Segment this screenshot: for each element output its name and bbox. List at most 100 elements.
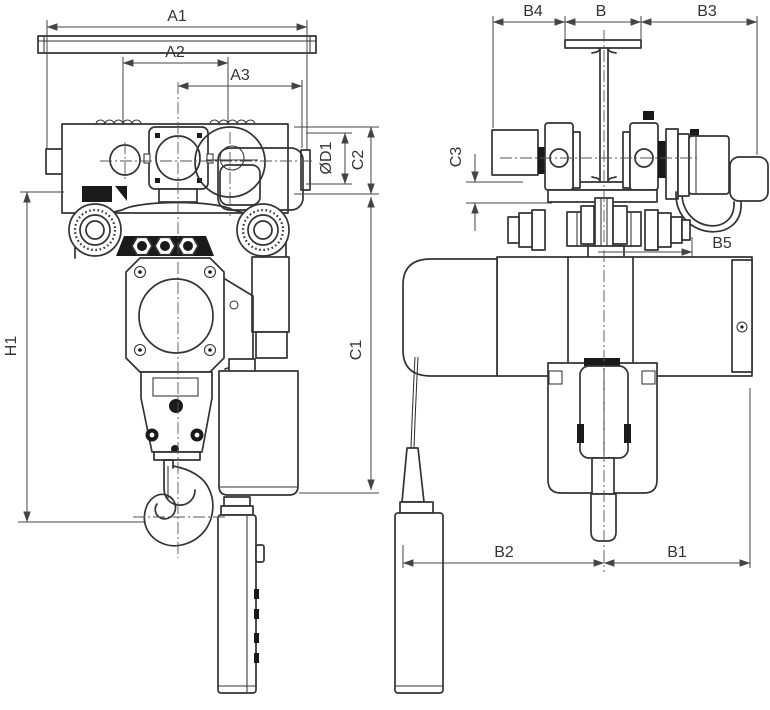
motor-flange: [677, 133, 690, 197]
rating-label: [82, 186, 112, 202]
nut-bore: [160, 241, 170, 251]
case-bolt: [133, 343, 147, 357]
gusset-hole: [229, 300, 239, 310]
dim-c1: C1: [299, 196, 379, 494]
outer-plate: [665, 128, 679, 200]
gusset-plate: [224, 278, 254, 370]
motor-body: [688, 135, 730, 195]
gear-case-bore: [138, 278, 214, 354]
pendant-button: [254, 653, 259, 663]
lug-plate: [580, 205, 595, 245]
safety-latch: [167, 466, 177, 507]
shaft-boss: [219, 145, 245, 171]
runway-beam-front: [37, 35, 317, 54]
dim-d1: ØD1: [306, 132, 352, 185]
sprocket-nut-band: [116, 236, 214, 256]
dim-label-b3: B3: [697, 3, 717, 20]
dim-b2-b1: B2 B1: [402, 388, 751, 568]
pendant-button: [254, 633, 259, 643]
block-clip: [624, 424, 631, 443]
hoist-body-side: [402, 256, 753, 377]
spring-coil: [209, 119, 256, 125]
cable-gland: [399, 501, 434, 514]
clamp-bolt: [657, 212, 672, 248]
flange-bore: [155, 135, 201, 181]
load-hook: [143, 459, 214, 547]
cable-strain-relief: [401, 447, 425, 503]
flange-tab: [143, 153, 151, 164]
clamp-bolt: [644, 209, 659, 251]
pendant-cable: [410, 356, 416, 449]
dim-c3: C3: [448, 147, 552, 231]
dim-b5: B5: [598, 235, 732, 257]
cable-loop-inner: [681, 191, 735, 227]
nut-bore: [183, 241, 193, 251]
buffer-pad: [658, 141, 666, 178]
pendant-body: [217, 514, 257, 694]
suspension-flange: [143, 126, 214, 203]
dim-label-b2: B2: [494, 544, 514, 561]
pendant-button: [254, 609, 259, 619]
container-box: [218, 370, 299, 496]
dim-label-h1: H1: [3, 336, 20, 357]
container-notch: [548, 370, 563, 385]
pendant-cable: [413, 356, 419, 449]
hook-suspension-block: [140, 371, 213, 461]
motor-cover-side: [402, 258, 498, 377]
lug-plate: [612, 205, 628, 245]
pendant-side: [394, 356, 444, 694]
block-pin: [169, 399, 183, 413]
motor-bracket: [255, 331, 288, 359]
spring-coil: [95, 119, 142, 125]
beam-clamp: [507, 189, 691, 261]
dim-label-d1: ØD1: [318, 141, 335, 174]
cable-gland: [223, 496, 251, 507]
cap-knurl-ring: [73, 208, 117, 252]
dim-label-a1: A1: [167, 8, 187, 25]
motor-housing-front: [251, 256, 290, 333]
rating-label-mark: [115, 186, 127, 201]
left-bearing-cap: [68, 203, 122, 257]
container-hanger: [228, 358, 256, 373]
clamp-bolt: [507, 216, 520, 244]
pendant-button: [254, 589, 259, 599]
dim-b4-b-b3: B4 B B3: [492, 3, 758, 155]
cap-mid: [79, 214, 111, 246]
plate-stop: [643, 111, 654, 120]
end-cap: [731, 259, 753, 373]
emergency-stop-knob: [255, 544, 265, 563]
dim-label-c1: C1: [348, 340, 365, 361]
plate-layer: [622, 131, 631, 189]
cap-inner: [253, 220, 273, 240]
dim-label-a3: A3: [230, 67, 250, 84]
container-notch: [641, 370, 656, 385]
clamp-bolt: [531, 209, 546, 251]
cap-knurl-ring: [241, 208, 285, 252]
front-view: A1 A2 A3: [3, 8, 379, 694]
motor-nub: [690, 129, 699, 136]
block-pin-small: [171, 445, 179, 453]
cable-loop-outer: [675, 191, 742, 233]
gear-case: [125, 257, 254, 373]
right-buffer: [300, 149, 311, 191]
dim-label-c3: C3: [448, 147, 465, 168]
hook-shank-side: [591, 457, 615, 495]
beam-bar: [37, 35, 317, 54]
dim-a1: A1: [46, 8, 308, 173]
left-buffer: [45, 148, 64, 175]
buffer-pad: [538, 147, 545, 174]
clamp-bolt-end: [681, 219, 691, 241]
hook-tip-side: [590, 493, 617, 542]
case-bolt: [133, 265, 147, 279]
block-clip: [577, 424, 584, 443]
terminal-box: [729, 156, 769, 202]
dim-label-c2: C2: [350, 150, 367, 171]
cable-gland-nut: [220, 505, 254, 516]
flange-bolt: [155, 178, 160, 183]
dim-h1: H1: [3, 191, 146, 523]
pendant-front: [217, 496, 265, 694]
block-window: [152, 377, 199, 397]
flange-tab: [206, 153, 214, 164]
cover-inner-box: [219, 164, 261, 206]
